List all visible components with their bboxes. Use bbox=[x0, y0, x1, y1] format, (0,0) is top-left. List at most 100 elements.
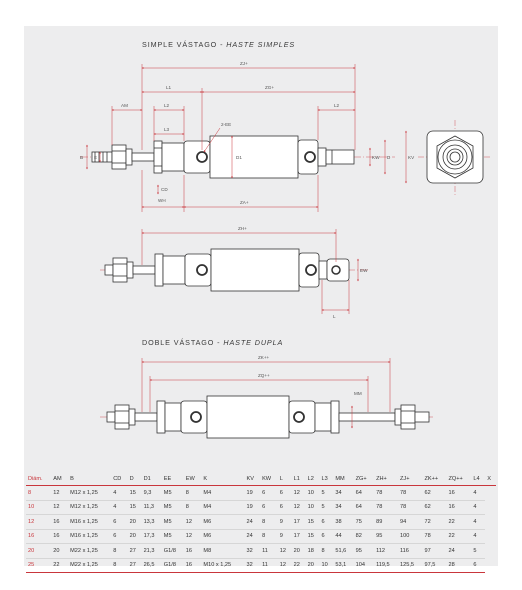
single-rod-title: SIMPLE VÁSTAGO - HASTE SIMPLES bbox=[142, 40, 296, 49]
table-cell: 8 bbox=[26, 485, 52, 501]
e-label: E bbox=[94, 155, 97, 160]
double-rod-dimensions bbox=[141, 358, 391, 429]
table-cell: 20 bbox=[305, 558, 320, 573]
table-cell: 20 bbox=[291, 543, 306, 559]
table-cell: 12 bbox=[51, 485, 69, 501]
table-cell: 17 bbox=[291, 514, 306, 530]
table-cell: 9 bbox=[277, 529, 292, 544]
single-rod-side-view bbox=[80, 135, 395, 179]
table-cell: 17 bbox=[291, 529, 306, 544]
table-cell: 27 bbox=[127, 558, 142, 573]
column-header: L1 bbox=[291, 472, 306, 486]
table-cell: 34 bbox=[333, 500, 354, 515]
table-cell: 4 bbox=[471, 500, 486, 515]
table-cell: 95 bbox=[374, 529, 398, 544]
table-cell: 22 bbox=[446, 514, 472, 530]
table-cell: 97 bbox=[422, 543, 447, 559]
table-cell: 10 bbox=[305, 485, 320, 501]
table-cell: 15 bbox=[127, 485, 142, 501]
table-cell: 6 bbox=[471, 558, 486, 573]
table-cell: 16 bbox=[51, 529, 69, 544]
pivot-view-labels: ZH+ L EW bbox=[238, 226, 368, 319]
table-cell: 10 bbox=[305, 500, 320, 515]
table-cell: 28 bbox=[446, 558, 472, 573]
table-cell: 10 bbox=[26, 500, 52, 515]
table-cell: 6 bbox=[111, 529, 128, 544]
table-cell: 20 bbox=[127, 514, 142, 530]
column-header: ZK++ bbox=[422, 472, 447, 486]
table-cell: 20 bbox=[127, 529, 142, 544]
table-cell: 25 bbox=[26, 558, 52, 573]
table-cell: 13,3 bbox=[141, 514, 162, 530]
kw-label: KW bbox=[372, 155, 380, 160]
table-cell: 16 bbox=[446, 485, 472, 501]
table-cell: 75 bbox=[353, 514, 375, 530]
table-cell: M6 bbox=[201, 514, 245, 530]
table-cell: 78 bbox=[397, 500, 423, 515]
table-cell: 20 bbox=[26, 543, 52, 559]
table-cell: 12 bbox=[183, 529, 202, 544]
kv-label: KV bbox=[408, 155, 415, 160]
d1-label: D1 bbox=[236, 155, 242, 160]
table-cell: 11,3 bbox=[141, 500, 162, 515]
table-cell: 12 bbox=[277, 543, 292, 559]
column-header: D1 bbox=[141, 472, 162, 486]
table-cell: 22 bbox=[291, 558, 306, 573]
table-cell: G1/8 bbox=[161, 558, 184, 573]
table-cell: 16 bbox=[183, 558, 202, 573]
table-cell: M5 bbox=[161, 500, 184, 515]
table-cell: M22 x 1,25 bbox=[68, 543, 112, 559]
column-header: AM bbox=[51, 472, 69, 486]
table-cell: 6 bbox=[277, 500, 292, 515]
za-label: ZA+ bbox=[240, 200, 249, 205]
column-header: KV bbox=[244, 472, 261, 486]
column-header: X bbox=[485, 472, 496, 486]
table-cell: 104 bbox=[353, 558, 375, 573]
table-cell: 5 bbox=[319, 485, 334, 501]
table-cell: 72 bbox=[422, 514, 447, 530]
table-cell: 51,6 bbox=[333, 543, 354, 559]
column-header: B bbox=[68, 472, 112, 486]
pivot-view-dimensions bbox=[141, 229, 359, 314]
table-cell: 10 bbox=[319, 558, 334, 573]
table-cell: 9,3 bbox=[141, 485, 162, 501]
table-cell: 8 bbox=[111, 543, 128, 559]
cd-label: CD bbox=[161, 187, 168, 192]
column-header: EW bbox=[183, 472, 202, 486]
single-rod-pivot-view bbox=[100, 248, 370, 292]
table-cell: M4 bbox=[201, 500, 245, 515]
table-cell: 5 bbox=[319, 500, 334, 515]
column-header: L3 bbox=[319, 472, 334, 486]
table-cell: 38 bbox=[333, 514, 354, 530]
zk-label: ZK++ bbox=[258, 355, 270, 360]
column-header: EE bbox=[161, 472, 184, 486]
table-cell: M5 bbox=[161, 529, 184, 544]
table-cell: M8 bbox=[201, 543, 245, 559]
table-cell: 8 bbox=[183, 500, 202, 515]
table-cell: 16 bbox=[26, 529, 52, 544]
table-cell: 8 bbox=[183, 485, 202, 501]
table-cell: 18 bbox=[305, 543, 320, 559]
double-rod-view bbox=[100, 395, 435, 439]
table-cell: M12 x 1,25 bbox=[68, 485, 112, 501]
table-cell: 89 bbox=[374, 514, 398, 530]
table-cell: 4 bbox=[471, 485, 486, 501]
table-cell: 19 bbox=[244, 485, 261, 501]
table-cell: M12 x 1,25 bbox=[68, 500, 112, 515]
column-header: K bbox=[201, 472, 245, 486]
single-rod-end-view bbox=[418, 120, 492, 196]
zj-label: ZJ+ bbox=[240, 61, 248, 66]
table-cell: 5 bbox=[471, 543, 486, 559]
table-cell: 11 bbox=[260, 543, 278, 559]
column-header: ZH+ bbox=[374, 472, 398, 486]
table-cell: 27 bbox=[127, 543, 142, 559]
single-rod-dimension-labels: ZJ+ ZG+ L1 AM L2 L2 L3 2-EE B E D1 KW D … bbox=[80, 61, 415, 205]
table-cell: 22 bbox=[51, 558, 69, 573]
table-cell: M16 x 1,25 bbox=[68, 529, 112, 544]
table-cell: 97,5 bbox=[422, 558, 447, 573]
table-cell: 32 bbox=[244, 558, 261, 573]
table-cell: 16 bbox=[446, 500, 472, 515]
